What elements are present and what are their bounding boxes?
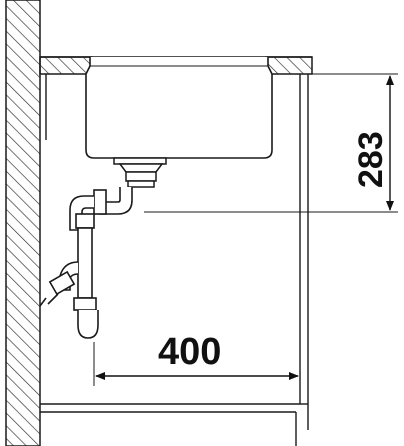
- drain-fitting: [113, 157, 167, 188]
- dimension-label-horizontal: 400: [158, 331, 221, 373]
- siphon-pipes: [39, 187, 133, 339]
- sink-bowl: [85, 57, 273, 159]
- horizontal-dimension: [93, 342, 299, 386]
- worktop-left-hatched: [39, 56, 93, 75]
- wall-hatched: [5, 0, 41, 446]
- vertical-dimension: [144, 73, 398, 213]
- dimension-label-vertical: 283: [352, 131, 390, 188]
- worktop-right-hatched: [265, 56, 313, 75]
- cabinet-outline: [40, 74, 309, 446]
